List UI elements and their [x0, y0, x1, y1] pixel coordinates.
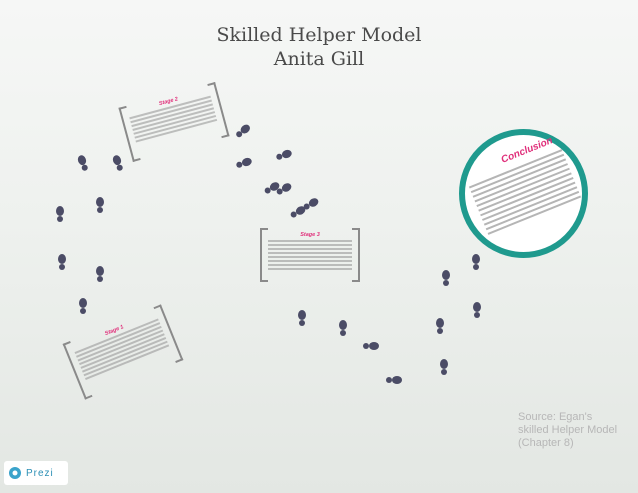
- footprint: [298, 310, 306, 326]
- stage-3-heading: Stage 3: [300, 232, 320, 238]
- presentation-author: Anita Gill: [273, 48, 365, 70]
- footprint: [386, 376, 402, 384]
- footprint: [339, 320, 347, 336]
- footprint: [442, 270, 450, 286]
- footprint: [77, 155, 88, 171]
- footprint: [276, 149, 292, 160]
- footprint: [58, 254, 66, 270]
- conclusion-circle[interactable]: Conclusion: [459, 129, 588, 258]
- presentation-title: Skilled Helper Model: [216, 24, 422, 46]
- footprint: [264, 182, 280, 194]
- footprint: [290, 206, 306, 218]
- footprint: [96, 197, 104, 213]
- right-bracket: [352, 228, 360, 282]
- prezi-icon: [9, 467, 21, 479]
- left-bracket: [260, 228, 268, 282]
- footprint: [276, 183, 292, 195]
- footprint: [440, 359, 448, 375]
- footprint: [236, 157, 252, 168]
- footprint: [56, 206, 64, 222]
- footprint: [79, 298, 87, 314]
- footprint: [363, 342, 379, 350]
- footprint: [303, 198, 319, 210]
- source-citation: Source: Egan's skilled Helper Model (Cha…: [518, 411, 618, 449]
- footprint: [436, 318, 444, 334]
- footprint: [112, 155, 123, 171]
- prezi-logo-label: Prezi: [26, 467, 54, 479]
- conclusion-text: [468, 146, 582, 237]
- stage-3-box[interactable]: Stage 3: [260, 228, 360, 282]
- footprint: [96, 266, 104, 282]
- footprint: [473, 302, 481, 318]
- prezi-logo[interactable]: Prezi: [4, 461, 68, 485]
- footprint: [472, 254, 480, 270]
- footprint: [236, 124, 250, 138]
